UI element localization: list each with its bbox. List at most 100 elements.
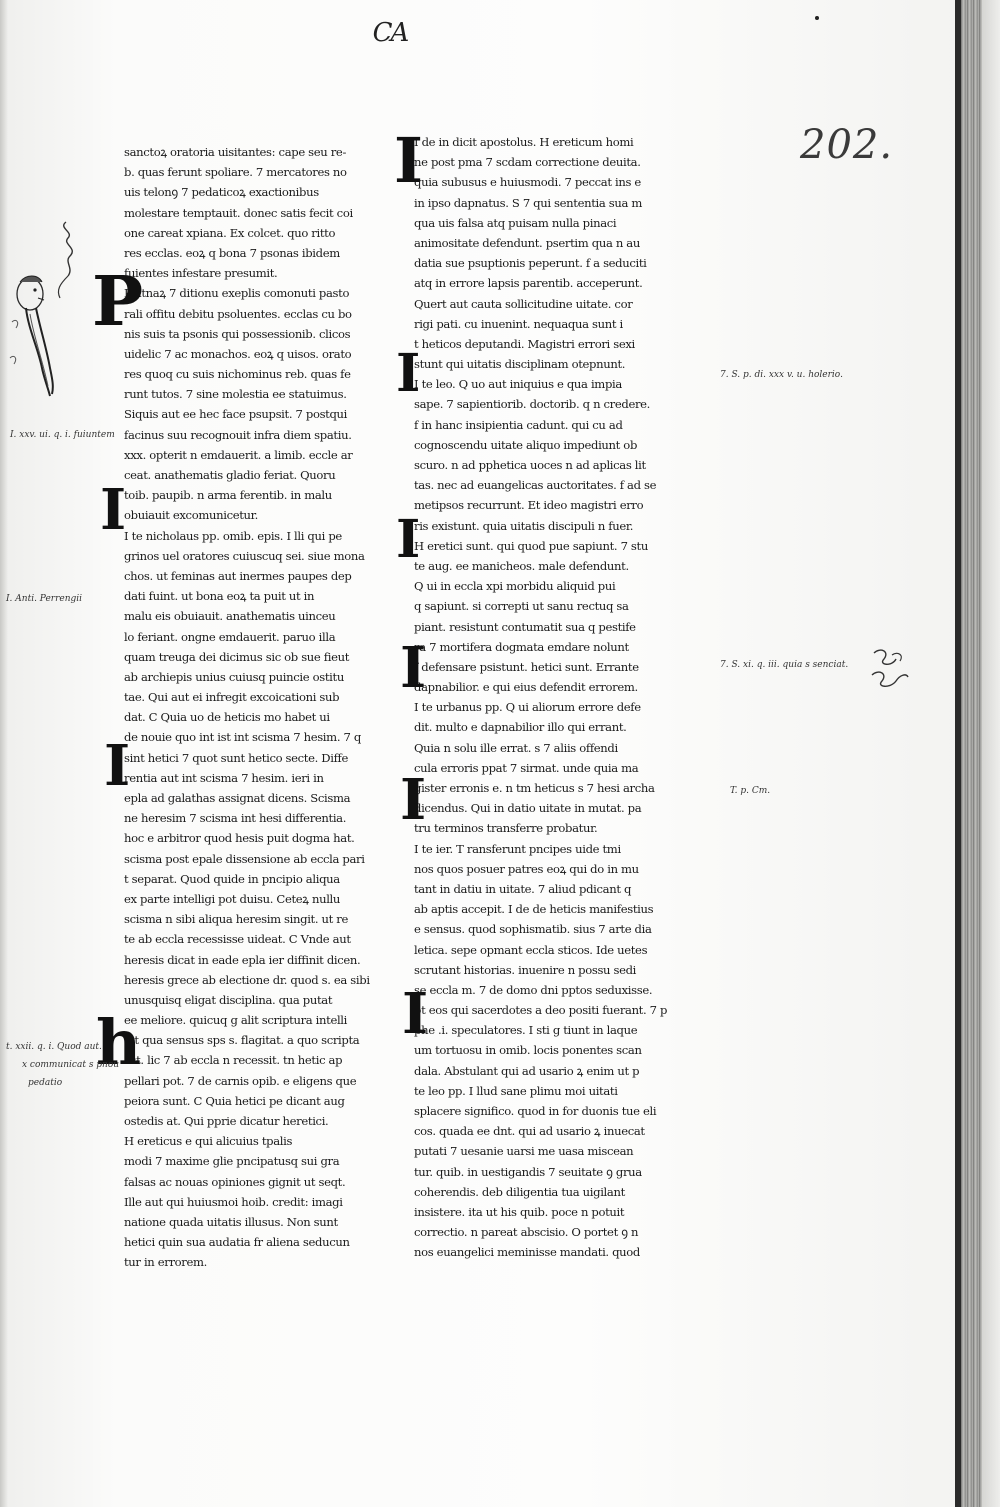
right-column-line: dicendus. Qui in datio uitate in mutat. … <box>414 801 642 816</box>
margin-note-right-2: 7. S. xi. q. iii. quia s senciat. <box>720 660 849 670</box>
margin-note-right-1: 7. S. p. di. xxx v. u. holerio. <box>720 370 843 380</box>
right-column-line: cula erroris ppat 7 sirmat. unde quia ma <box>414 760 639 775</box>
right-column-line: nos euangelici meminisse mandati. quod <box>414 1245 640 1260</box>
left-column-line: res ecclas. eoꝝ q bona 7 psonas ibidem <box>124 245 340 260</box>
left-column-line: natione quada uitatis illusus. Non sunt <box>124 1214 338 1229</box>
left-column-line: ne heresim 7 scisma int hesi differentia… <box>124 811 347 826</box>
left-column-line: t separat. Quod quide in pncipio aliqua <box>124 871 340 886</box>
initial-I-right-2: I <box>396 343 421 404</box>
left-column-line: scisma n sibi aliqua heresim singit. ut … <box>124 912 348 927</box>
right-column-line: I te ier. T ransferunt pncipes uide tmi <box>414 841 621 856</box>
left-column-line: te ab eccla recessisse uideat. C Vnde au… <box>124 932 351 947</box>
left-column-line: scisma post epale dissensione ab eccla p… <box>124 851 365 866</box>
gutter-shadow <box>0 0 8 1507</box>
right-text-column: I de in dicit apostolus. H ereticum homi… <box>414 132 689 1263</box>
manuscript-page: CA 202. sanctoꝝ oratoria uisitantes: cap… <box>0 0 968 1507</box>
right-column-line: cos. quada ee dnt. qui ad usario ꝝ inuec… <box>414 1124 645 1139</box>
right-column-line: rigi pati. cu inuenint. nequaqua sunt i <box>414 316 623 331</box>
margin-note-right-3: T. p. Cm. <box>730 786 771 796</box>
marginal-flourish <box>871 649 909 687</box>
right-column-line: letica. sepe opmant eccla sticos. Ide ue… <box>414 942 648 957</box>
left-column-line: P atnaꝝ 7 ditionu exeplis comonuti pasto <box>124 286 350 301</box>
left-column-line: grinos uel oratores cuiuscuq sei. siue m… <box>124 548 365 563</box>
right-column-line: scuro. n ad pphetica uoces n ad aplicas … <box>414 458 646 472</box>
right-column-line: scrutant historias. inuenire n possu sed… <box>414 962 637 977</box>
left-column-line: res quoq cu suis nichominus reb. quas fe <box>124 367 351 382</box>
left-column-line: dati fuint. ut bona eoꝝ ta puit ut in <box>124 589 315 604</box>
right-column-line: atq in errore lapsis parentib. acceperun… <box>414 276 643 291</box>
right-column-line: H eretici sunt. qui quod pue sapiunt. 7 … <box>414 538 648 553</box>
left-column-line: heresis dicat in eade epla ier diffinit … <box>124 952 361 967</box>
left-column-line: pellari pot. 7 de carnis opib. e eligens… <box>124 1073 357 1088</box>
left-column-line: obuiauit excomunicetur. <box>124 508 258 523</box>
initial-I-right-5: I <box>400 767 427 833</box>
fore-edge-shadow <box>955 0 961 1507</box>
right-column-line: se eccla m. 7 de domo dni pptos seduxiss… <box>414 982 653 997</box>
left-column-line: quam treuga dei dicimus sic ob sue fieut <box>124 649 350 664</box>
right-column-line: tru terminos transferre probatur. <box>414 821 598 836</box>
left-column-line: sanctoꝝ oratoria uisitantes: cape seu re… <box>124 145 347 159</box>
initial-I-left-1: I <box>100 477 127 543</box>
left-column-line: est. lic 7 ab eccla n recessit. tn hetic… <box>124 1053 343 1068</box>
left-column-line: lo feriant. ongne emdauerit. paruo illa <box>124 629 336 644</box>
left-text-column: sanctoꝝ oratoria uisitantes: cape seu re… <box>124 142 399 1273</box>
left-column-line: uidelic 7 ac monachos. eoꝝ q uisos. orat… <box>124 346 352 361</box>
left-column-line: tae. Qui aut ei infregit excoicationi su… <box>124 690 340 705</box>
folio-number: 202. <box>800 122 894 168</box>
left-column-line: Ille aut qui huiusmoi hoib. credit: imag… <box>124 1194 343 1209</box>
left-column-line: de nouie quo int ist int scisma 7 hesim.… <box>124 730 361 745</box>
right-column-line: correctio. n pareat abscisio. O portet ꝯ… <box>414 1225 639 1240</box>
margin-note-left-bottom-2: x communicat s pnou <box>22 1060 120 1070</box>
margin-note-left-top: I. xxv. ui. q. i. fuiuntem <box>10 430 115 440</box>
left-column-line: hetici quin sua audatia fr aliena seducu… <box>124 1235 350 1250</box>
right-column-line: nos quos posuer patres eoꝝ qui do in mu <box>414 861 639 876</box>
right-column-line: quia subusus e huiusmodi. 7 peccat ins e <box>414 175 641 190</box>
left-column-line: Siquis aut ee hec face psupsit. 7 postqu… <box>124 407 348 422</box>
right-column-line: t heticos deputandi. Magistri errori sex… <box>414 336 635 351</box>
right-column-line: um tortuosu in omib. locis ponentes scan <box>414 1043 642 1058</box>
right-column-line: I te leo. Q uo aut iniquius e qua impia <box>414 377 622 392</box>
fore-edge-page-stack <box>982 0 1000 1507</box>
right-column-line: te leo pp. I llud sane plimu moi uitati <box>414 1083 618 1098</box>
right-column-line: piant. resistunt contumatit sua q pestif… <box>414 619 636 634</box>
right-column-line: dit. multo e dapnabilior illo qui errant… <box>414 720 627 735</box>
left-column-line: sint hetici 7 quot sunt hetico secte. Di… <box>124 750 348 765</box>
right-column-line: dapnabilior. e qui eius defendit errorem… <box>414 680 638 695</box>
right-column-line: ab aptis accepit. I de de heticis manife… <box>414 902 654 917</box>
left-column-line: uis telonꝯ 7 pedaticoꝝ exactionibus <box>124 185 319 200</box>
ink-speck <box>815 16 819 20</box>
right-column-line: f defensare psistunt. hetici sunt. Erran… <box>414 659 639 674</box>
left-column-line: molestare temptauit. donec satis fecit c… <box>124 205 353 220</box>
right-column-line: insistere. ita ut his quib. poce n potui… <box>414 1204 625 1219</box>
left-column-line: xxx. opterit n emdauerit. a limib. eccle… <box>124 447 353 462</box>
left-column-line: H ereticus e qui alicuius tpalis <box>124 1134 293 1149</box>
right-column-line: I de in dicit apostolus. H ereticum homi <box>414 135 634 149</box>
left-column-line: toib. paupib. n arma ferentib. in malu <box>124 488 332 503</box>
left-column-line: ee meliore. quicuq g alit scriptura inte… <box>124 1013 348 1028</box>
left-column-line: ostedis at. Qui pprie dicatur heretici. <box>124 1114 329 1128</box>
initial-h: h <box>96 1006 142 1079</box>
left-column-line: dat. C Quia uo de heticis mo habet ui <box>124 710 330 725</box>
right-column-line: stunt qui uitatis disciplinam otepnunt. <box>414 357 626 372</box>
right-column-line: metipsos recurrunt. Et ideo magistri err… <box>414 498 644 513</box>
left-column-line: ex parte intelligi pot duisu. Ceteꝝ null… <box>124 891 341 906</box>
right-column-line: e sensus. quod sophismatib. sius 7 arte … <box>414 922 652 937</box>
right-column-line: pt eos qui sacerdotes a deo positi fuera… <box>414 1003 668 1018</box>
left-column-line: hoc e arbitror quod hesis puit dogma hat… <box>124 831 355 846</box>
right-column-line: qua uis falsa atq puisam nulla pinaci <box>414 215 617 230</box>
right-column-line: Quert aut cauta sollicitudine uitate. co… <box>414 296 633 311</box>
right-column-line: ne post pma 7 scdam correctione deuita. <box>414 155 641 170</box>
margin-note-left-treuga: I. Anti. Perrengii <box>6 594 83 604</box>
right-column-line: tur. quib. in uestigandis 7 seuitate ꝯ g… <box>414 1164 642 1179</box>
right-column-line: datia sue psuptionis peperunt. f a seduc… <box>414 256 647 271</box>
initial-I-left-2: I <box>104 733 131 799</box>
initial-I-right-3: I <box>396 509 421 570</box>
initial-I-right-6: I <box>402 981 429 1047</box>
right-column-line: splacere significo. quod in for duonis t… <box>414 1104 657 1118</box>
right-column-line: f in hanc insipientia cadunt. qui cu ad <box>414 417 623 432</box>
left-column-line: facinus suu recognouit infra diem spatiu… <box>124 427 352 442</box>
left-column-line: fuientes infestare presumit. <box>124 266 278 281</box>
marginal-drawing-head <box>9 221 73 397</box>
left-column-line: heresis grece ab electione dr. quod s. e… <box>124 972 370 987</box>
left-column-line: falsas ac nouas opiniones gignit ut seqt… <box>124 1174 346 1189</box>
